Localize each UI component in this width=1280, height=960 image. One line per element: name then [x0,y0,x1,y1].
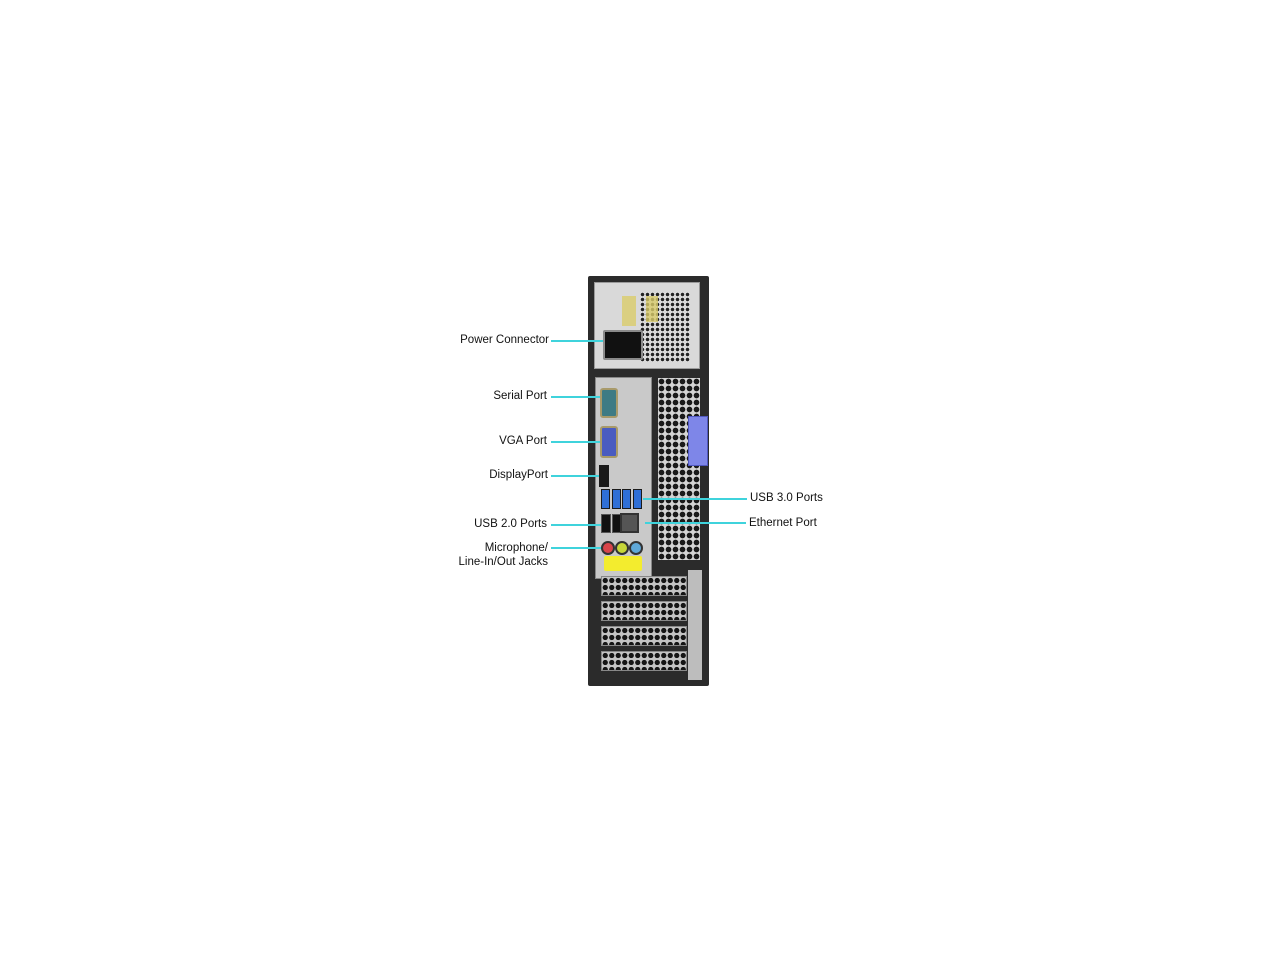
label-usb-2-ports: USB 2.0 Ports [474,518,547,530]
usb2-port [601,514,611,533]
usb3-port [612,489,621,509]
leader-line-ethernet-port [645,522,746,524]
expansion-slot-cover [601,626,687,646]
label-audio-jacks-line2: Line-In/Out Jacks [458,556,548,568]
leader-line-usb-3-ports [643,498,747,500]
usb3-port [601,489,610,509]
usb3-port [633,489,642,509]
yellow-sticker [604,556,642,571]
leader-line-audio-jacks [551,547,601,549]
label-power-connector: Power Connector [460,334,549,346]
leader-line-power-connector [551,340,603,342]
leader-line-usb-2-ports [551,524,601,526]
label-vga-port: VGA Port [499,435,547,447]
side-rail [688,570,702,680]
expansion-slot-cover [601,576,687,596]
label-ethernet-port: Ethernet Port [749,517,817,529]
vga-port-connector [600,426,618,458]
psu-yellow-sticker [622,296,636,326]
leader-line-serial-port [551,396,600,398]
line-in-jack [629,541,643,555]
serial-port-connector [600,388,618,418]
psu-yellow-sticker [646,296,658,322]
power-connector-socket [603,330,643,360]
leader-line-displayport [551,475,599,477]
expansion-slot-cover [601,601,687,621]
label-displayport: DisplayPort [489,469,548,481]
label-audio-jacks-line1: Microphone/ [484,542,548,554]
label-usb-3-ports: USB 3.0 Ports [750,492,823,504]
label-serial-port: Serial Port [493,390,547,402]
ethernet-port-connector [620,513,639,533]
leader-line-vga-port [551,441,600,443]
displayport-connector [599,465,609,487]
cover-latch [688,416,708,466]
usb3-port [622,489,631,509]
expansion-slot-cover [601,651,687,671]
line-out-jack [615,541,629,555]
microphone-jack [601,541,615,555]
chassis-vent [658,378,700,560]
